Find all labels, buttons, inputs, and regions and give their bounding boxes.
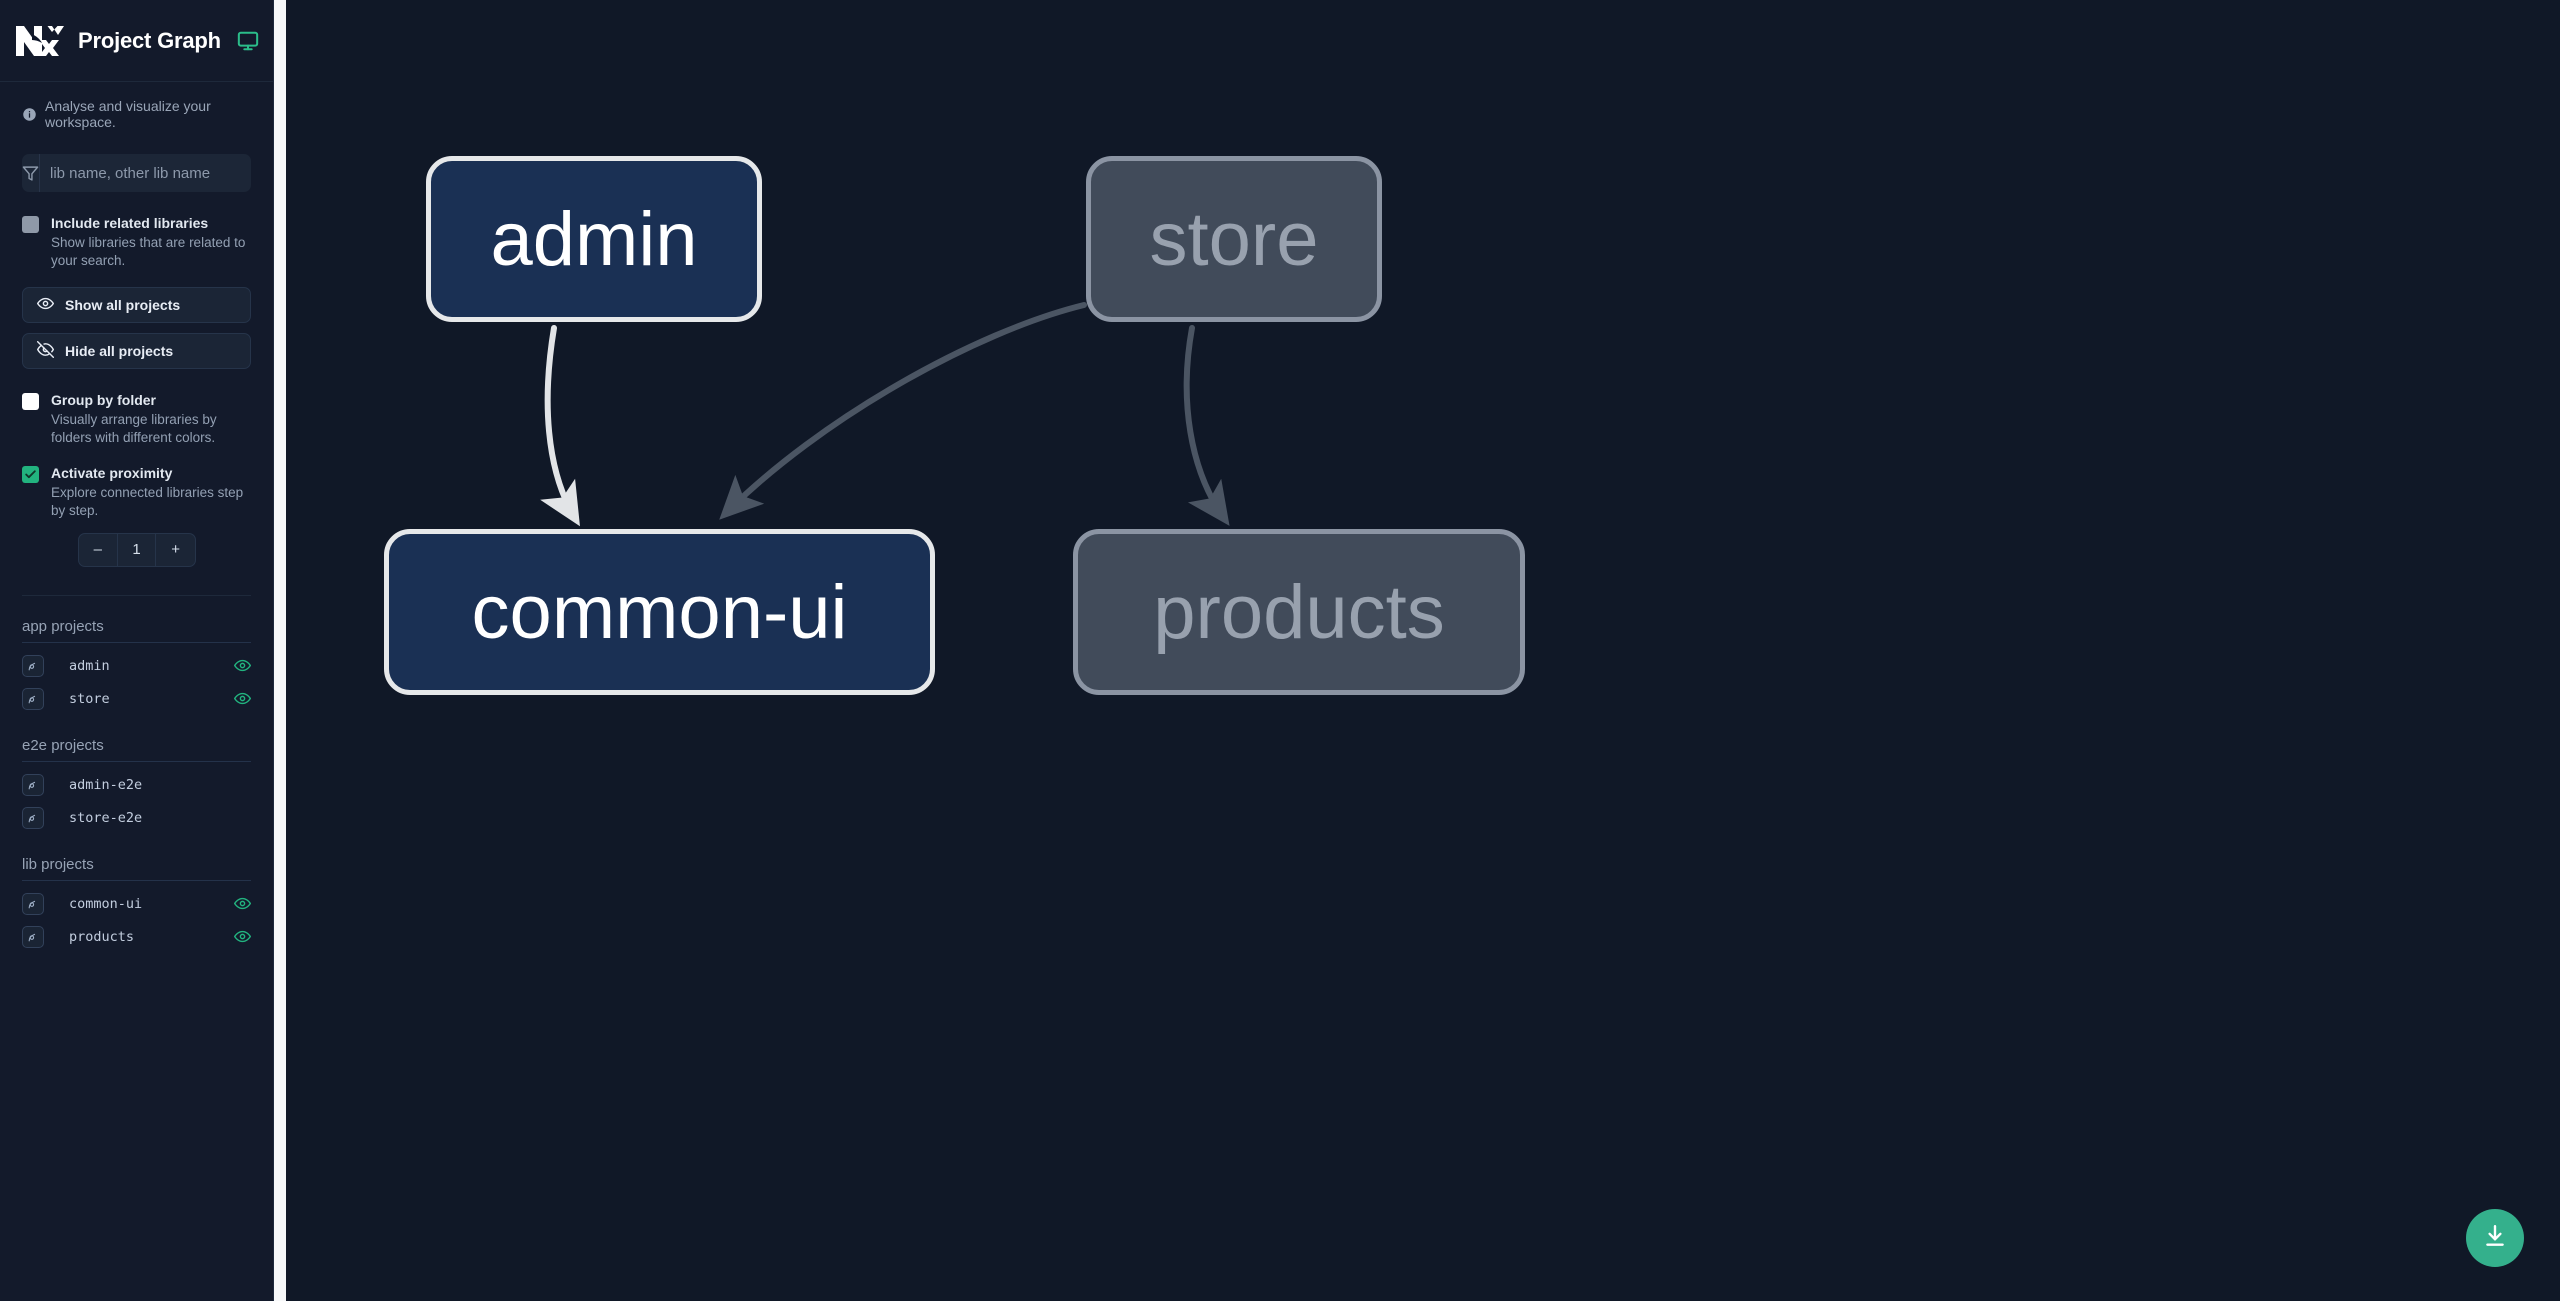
project-icon	[22, 773, 44, 796]
project-icon	[22, 806, 44, 829]
eye-icon[interactable]	[234, 928, 251, 945]
search-row	[22, 154, 251, 192]
proximity-value: 1	[118, 534, 157, 566]
graph-node-label: common-ui	[471, 569, 848, 655]
project-icon	[22, 654, 44, 677]
include-related-libraries-row[interactable]: Include related libraries Show libraries…	[22, 214, 251, 269]
group-title-lib-projects: lib projects	[22, 834, 251, 881]
graph-node-common-ui[interactable]: common-ui	[384, 529, 935, 695]
group-by-folder-checkbox[interactable]	[22, 393, 39, 410]
project-icon	[22, 892, 44, 915]
group-title-app-projects: app projects	[22, 596, 251, 643]
activate-proximity-description: Explore connected libraries step by step…	[51, 485, 244, 518]
graph-node-admin[interactable]: admin	[426, 156, 762, 322]
project-name: store	[69, 690, 110, 707]
group-by-folder-description: Visually arrange libraries by folders wi…	[51, 412, 217, 445]
eye-icon[interactable]	[234, 895, 251, 912]
edge-admin-to-common-ui	[540, 325, 580, 527]
project-group-e2e: e2e projects admin-e2e store-e2e	[0, 715, 273, 834]
search-input[interactable]	[40, 154, 251, 192]
proximity-decrement-button[interactable]: –	[79, 534, 118, 566]
include-related-description: Show libraries that are related to your …	[51, 235, 246, 268]
project-name: common-ui	[69, 895, 143, 912]
eye-icon	[37, 295, 55, 315]
project-row-common-ui[interactable]: common-ui	[22, 887, 251, 920]
graph-node-label: store	[1149, 196, 1319, 282]
project-name: admin-e2e	[69, 776, 143, 793]
project-group-app: app projects admin	[0, 596, 273, 715]
hide-all-projects-label: Hide all projects	[65, 343, 174, 359]
sidebar-divider	[22, 595, 251, 596]
proximity-increment-button[interactable]: +	[171, 541, 181, 558]
include-related-label: Include related libraries	[51, 215, 209, 231]
hide-all-projects-button[interactable]: Hide all projects	[22, 333, 251, 369]
edge-store-to-common-ui	[719, 302, 1087, 520]
activate-proximity-label: Activate proximity	[51, 465, 173, 481]
project-group-lib: lib projects common-ui	[0, 834, 273, 953]
graph-node-store[interactable]: store	[1086, 156, 1382, 322]
graph-canvas[interactable]: admin store common-ui products	[274, 0, 2560, 1301]
tagline-text: Analyse and visualize your workspace.	[45, 98, 211, 130]
include-related-checkbox[interactable]	[22, 216, 39, 233]
sidebar-header: Project Graph	[0, 0, 273, 82]
project-row-store[interactable]: store	[22, 682, 251, 715]
project-name: products	[69, 928, 135, 945]
project-name: store-e2e	[69, 809, 143, 826]
project-row-admin[interactable]: admin	[22, 649, 251, 682]
graph-edges	[540, 302, 1230, 527]
project-icon	[22, 925, 44, 948]
project-row-admin-e2e[interactable]: admin-e2e	[22, 768, 251, 801]
eye-icon[interactable]	[234, 690, 251, 707]
page-title: Project Graph	[78, 27, 221, 53]
sidebar: Project Graph Analyse and visualize your…	[0, 0, 274, 1301]
graph-node-products[interactable]: products	[1073, 529, 1525, 695]
project-row-store-e2e[interactable]: store-e2e	[22, 801, 251, 834]
sidebar-scrollbar[interactable]	[274, 0, 286, 1301]
edge-store-to-products	[1183, 325, 1230, 526]
filter-funnel-icon	[22, 154, 40, 192]
graph-node-label: admin	[490, 196, 698, 282]
eye-icon[interactable]	[234, 657, 251, 674]
sidebar-controls: Include related libraries Show libraries…	[0, 144, 273, 596]
group-by-folder-row[interactable]: Group by folder Visually arrange librari…	[22, 391, 251, 446]
group-by-folder-label: Group by folder	[51, 392, 156, 408]
project-name: admin	[69, 657, 110, 674]
info-icon	[22, 107, 37, 122]
download-icon	[2482, 1223, 2508, 1254]
nx-logo-icon	[14, 20, 64, 62]
project-icon	[22, 687, 44, 710]
project-row-products[interactable]: products	[22, 920, 251, 953]
download-graph-button[interactable]	[2466, 1209, 2524, 1267]
tagline: Analyse and visualize your workspace.	[0, 82, 273, 144]
activate-proximity-checkbox[interactable]	[22, 466, 39, 483]
group-title-e2e-projects: e2e projects	[22, 715, 251, 762]
proximity-stepper: – 1 +	[78, 533, 196, 567]
activate-proximity-row[interactable]: Activate proximity Explore connected lib…	[22, 464, 251, 519]
monitor-icon[interactable]	[237, 30, 259, 52]
show-all-projects-label: Show all projects	[65, 297, 181, 313]
graph-node-label: products	[1153, 569, 1445, 655]
show-all-projects-button[interactable]: Show all projects	[22, 287, 251, 323]
eye-off-icon	[37, 341, 55, 361]
